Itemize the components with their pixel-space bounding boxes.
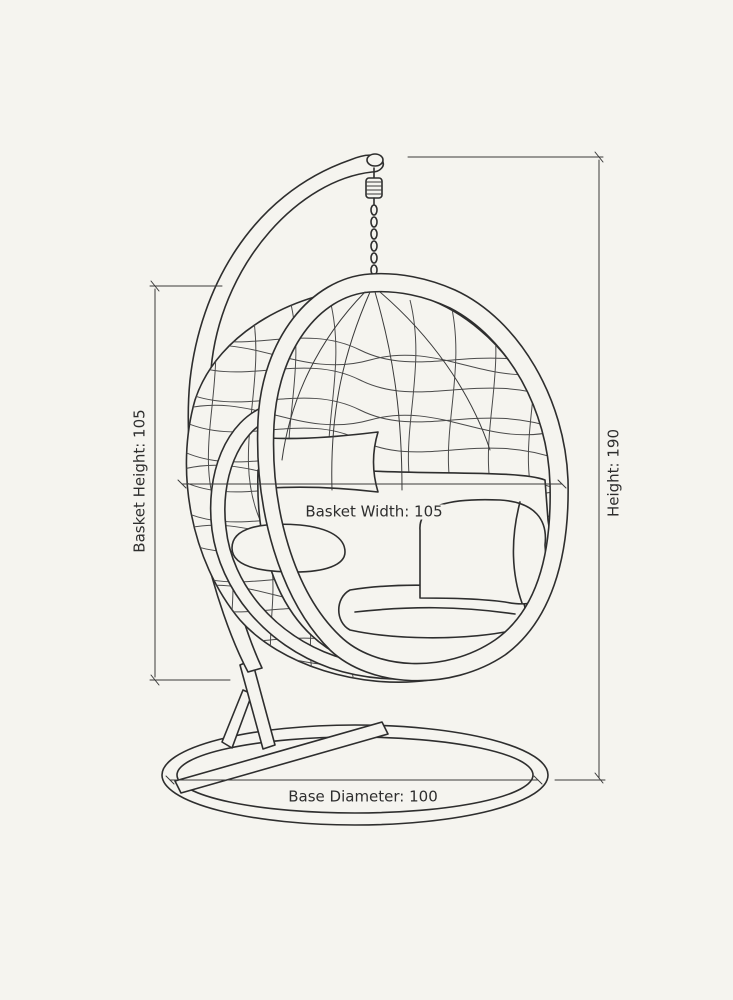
height-label: Height: 190	[604, 428, 623, 518]
hanging-chain	[365, 167, 383, 289]
dimension-lines	[149, 151, 606, 785]
base-diameter-label: Base Diameter: 100	[288, 787, 438, 806]
pillow	[267, 431, 379, 493]
egg-frame-hoop	[256, 272, 569, 682]
base-crossbar	[174, 721, 389, 794]
basket-height-label: Basket Height: 105	[130, 409, 149, 553]
basket-width-label: Basket Width: 105	[303, 502, 445, 521]
base-ring	[161, 724, 549, 826]
back-cushion	[419, 498, 549, 605]
